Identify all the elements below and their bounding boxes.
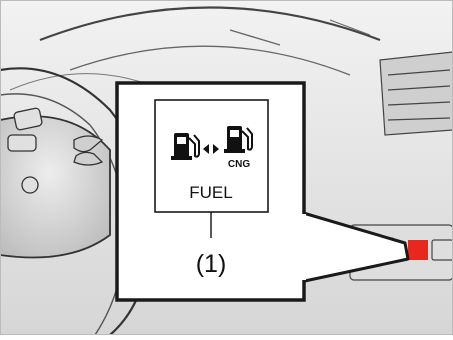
air-vent [380,52,453,135]
cng-label: CNG [228,159,250,170]
marker-label: (1) [196,250,227,278]
fuel-label: FUEL [189,183,232,202]
fuel-pump-icon [171,133,199,160]
fuel-switch-highlight [408,240,428,260]
fuel-pump-cng-icon [224,126,252,153]
